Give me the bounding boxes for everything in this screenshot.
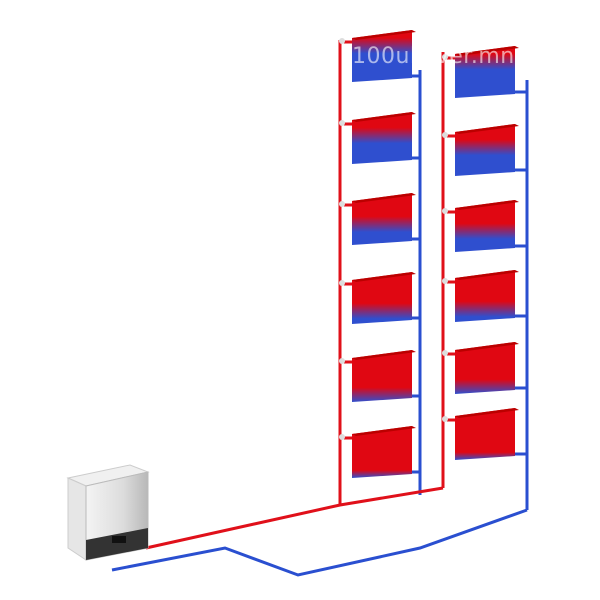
radiator [442,270,527,322]
radiator [339,112,420,164]
boiler [66,464,150,561]
radiator [339,426,420,478]
valve-icon [442,208,448,214]
valve-icon [339,434,345,440]
valve-icon [339,280,345,286]
valve-icon [339,358,345,364]
radiator [339,193,420,245]
radiator [339,350,420,402]
supply-main [145,486,444,550]
pipes [111,40,529,577]
valve-icon [442,54,448,60]
valve-icon [442,278,448,284]
watermark: 100ulicver.mn [352,44,515,69]
radiator [442,342,527,394]
radiator [442,200,527,252]
return-main [111,508,528,577]
radiator [442,46,527,98]
radiator [442,124,527,176]
valve-icon [442,350,448,356]
valve-icon [339,201,345,207]
valve-icon [442,416,448,422]
valve-icon [339,38,345,44]
radiator [339,272,420,324]
radiators [339,30,527,478]
radiator [442,408,527,460]
radiator [339,30,420,82]
valve-icon [339,120,345,126]
valve-icon [442,132,448,138]
